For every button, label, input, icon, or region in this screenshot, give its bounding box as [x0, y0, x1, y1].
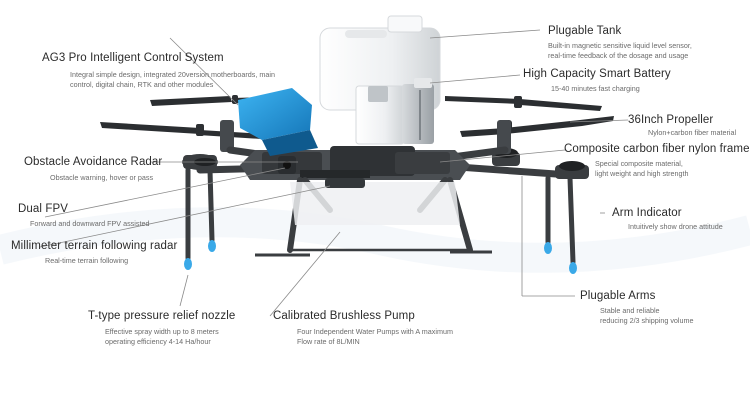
nozzle-title: T-type pressure relief nozzle: [88, 310, 236, 322]
plugable-tank-title: Plugable Tank: [548, 25, 622, 37]
terrain-radar: [325, 178, 365, 188]
smart-battery: [402, 78, 434, 144]
propeller-right-upper: [445, 96, 602, 111]
dual-fpv-title: Dual FPV: [18, 203, 69, 215]
leader-lines: [39, 29, 629, 317]
motors: [182, 120, 589, 179]
control-system-desc: Integral simple design, integrated 20ver…: [70, 70, 275, 89]
center-frame: [240, 146, 470, 180]
pump-desc: Four Independent Water Pumps with A maxi…: [297, 327, 453, 346]
terrain-radar-title: Millimeter terrain following radar: [11, 240, 178, 252]
propeller-title: 36Inch Propeller: [628, 114, 714, 126]
propeller-desc: Nylon+carbon fiber material: [648, 128, 737, 137]
control-system-title: AG3 Pro Intelligent Control System: [42, 52, 224, 64]
nozzle-desc: Effective spray width up to 8 meters ope…: [105, 327, 219, 346]
obstacle-radar-title: Obstacle Avoidance Radar: [24, 156, 163, 168]
terrain-radar-desc: Real-time terrain following: [45, 256, 129, 265]
carbon-frame-desc: Special composite material, light weight…: [595, 159, 689, 178]
propeller-right-lower: [460, 116, 614, 137]
plugable-arms-desc: Stable and reliable reducing 2/3 shippin…: [600, 306, 694, 325]
smart-battery-desc: 15-40 minutes fast charging: [551, 84, 640, 93]
plugable-arms-title: Plugable Arms: [580, 290, 656, 302]
carbon-frame-title: Composite carbon fiber nylon frame: [564, 143, 750, 155]
fpv-camera: [278, 156, 296, 174]
control-system-module: [238, 88, 318, 156]
plugable-tank-desc: Built-in magnetic sensitive liquid level…: [548, 41, 692, 60]
obstacle-radar-desc: Obstacle warning, hover or pass: [50, 173, 154, 182]
arm-indicator-desc: Intuitively show drone attitude: [628, 222, 723, 231]
nozzles: [184, 240, 577, 274]
pump-title: Calibrated Brushless Pump: [273, 310, 415, 322]
arm-indicator-title: Arm Indicator: [612, 207, 682, 219]
dual-fpv-desc: Forward and downward FPV assisted: [30, 219, 150, 228]
smart-battery-title: High Capacity Smart Battery: [523, 68, 671, 80]
